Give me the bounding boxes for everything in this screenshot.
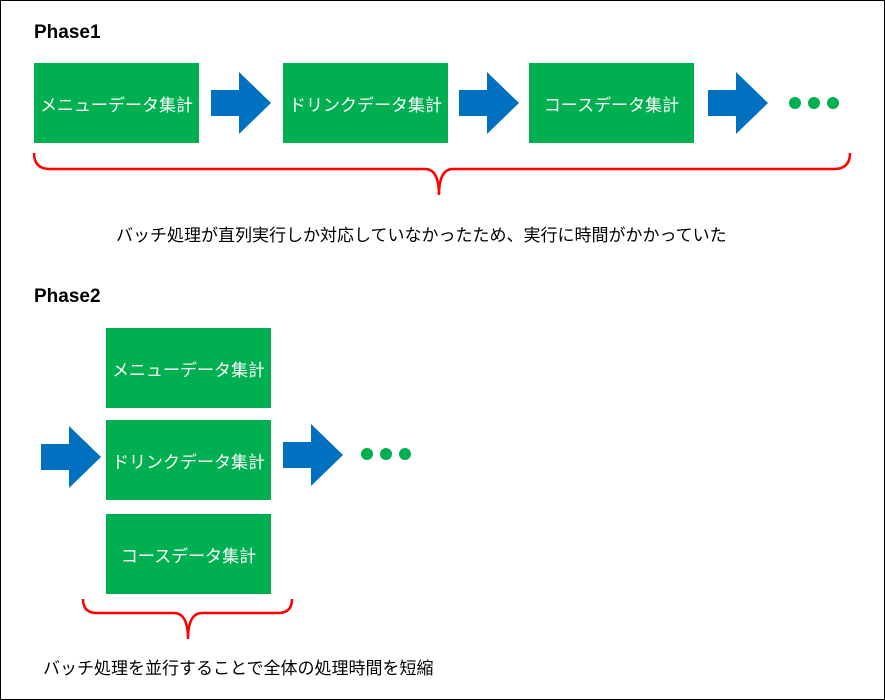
phase2-arrow-in [41, 426, 101, 488]
phase1-drink-box: ドリンクデータ集計 [283, 63, 448, 143]
phase1-arrow-3 [708, 72, 768, 134]
phase1-course-box: コースデータ集計 [529, 63, 694, 143]
phase1-caption: バッチ処理が直列実行しか対応していなかったため、実行に時間がかかっていた [116, 226, 727, 246]
phase1-arrow-1 [211, 72, 271, 134]
phase2-arrow-out [283, 424, 343, 486]
phase2-title: Phase2 [34, 286, 101, 307]
phase2-brace [81, 598, 294, 640]
phase1-brace [32, 152, 852, 196]
phase1-menu-box: メニューデータ集計 [34, 63, 199, 143]
phase2-course-box: コースデータ集計 [106, 514, 271, 594]
phase1-arrow-2 [459, 72, 519, 134]
phase2-ellipsis-dots [361, 448, 411, 460]
phase1-title: Phase1 [34, 22, 101, 43]
phase2-menu-box: メニューデータ集計 [106, 328, 271, 408]
phase1-ellipsis-dots [789, 97, 839, 109]
phase2-drink-box: ドリンクデータ集計 [106, 420, 271, 500]
phase2-caption: バッチ処理を並行することで全体の処理時間を短縮 [43, 659, 434, 679]
